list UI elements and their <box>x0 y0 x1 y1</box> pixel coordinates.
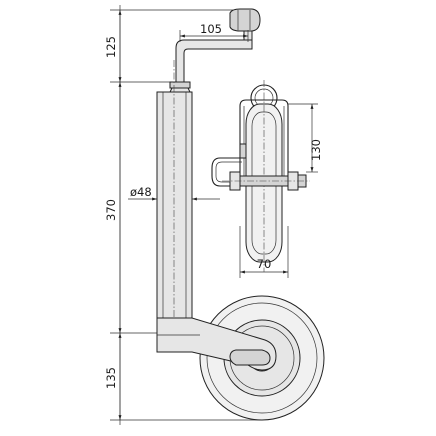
crank-arm <box>175 39 253 83</box>
tube-cap-top <box>169 81 191 89</box>
handle-knob <box>229 8 261 32</box>
dimension-wheel-height: 135 <box>104 367 118 389</box>
clamp-screw <box>239 143 247 159</box>
dimension-tube-diameter: ø48 <box>130 185 152 199</box>
wheel-assembly-side <box>156 295 325 421</box>
tube-body <box>156 91 193 338</box>
dimension-handle-reach: 105 <box>200 22 222 36</box>
vertical-dimension-chain <box>110 5 262 425</box>
axle-slot <box>229 349 271 366</box>
dimension-crank-height: 125 <box>104 36 118 58</box>
dimension-tube-length: 370 <box>104 199 118 221</box>
dimension-wheel-width: 70 <box>257 257 272 271</box>
support-tube <box>128 60 220 350</box>
fork-bracket <box>239 99 289 176</box>
u-bolt <box>211 157 242 187</box>
front-view <box>211 80 318 278</box>
dimension-clamp-height: 130 <box>309 139 323 161</box>
crank-handle <box>175 8 261 83</box>
